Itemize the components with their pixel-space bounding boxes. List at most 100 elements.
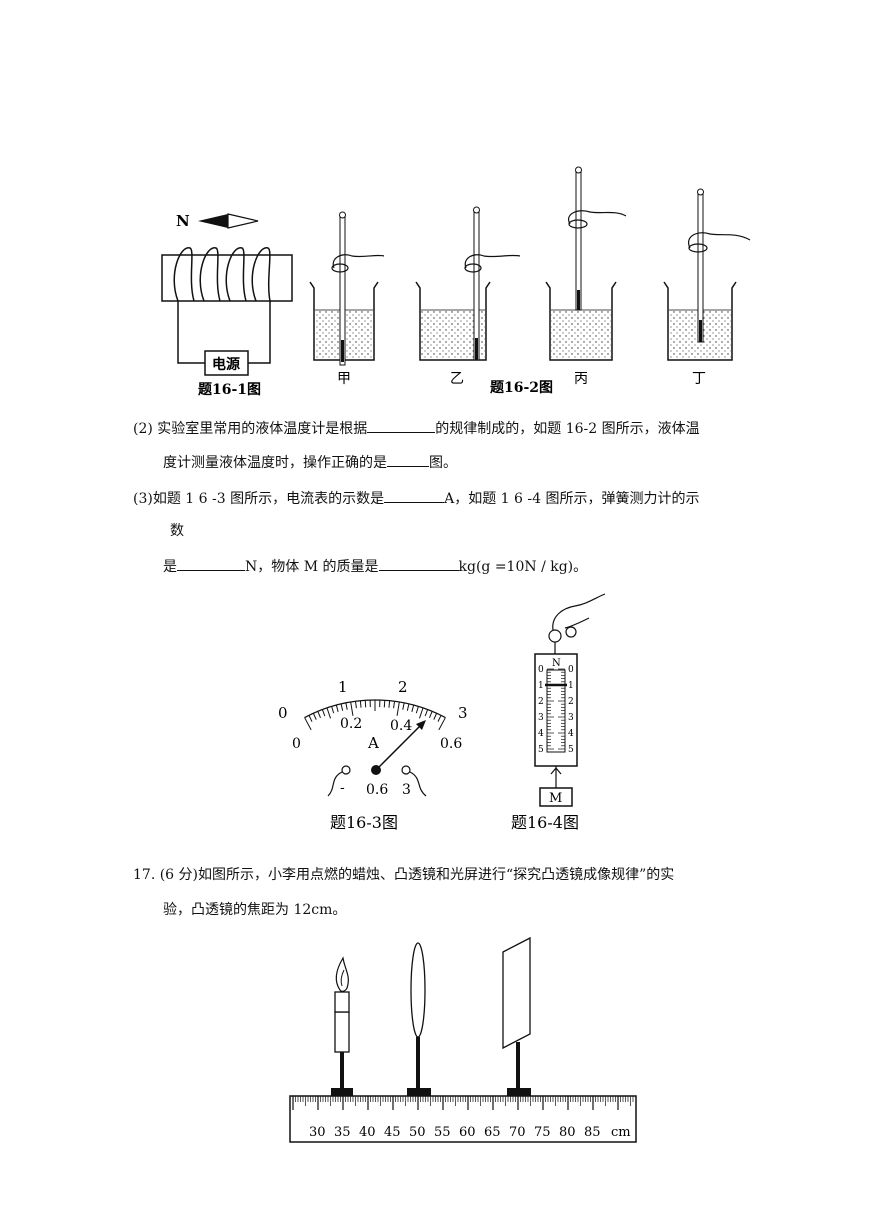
- scale-left-4: 4: [538, 729, 544, 739]
- candle-icon: [331, 956, 353, 1096]
- scale-right-1: 1: [568, 681, 574, 691]
- figure-16-2: 甲 乙 丙 丁 题16-2图: [309, 166, 751, 396]
- scale-right-0: 0: [568, 665, 574, 675]
- ammeter-tick: [388, 700, 391, 708]
- question-3-line-1: (3)如题 1 6 -3 图所示，电流表的示数是 A，如题 1 6 -4 图所示，…: [133, 488, 699, 509]
- beaker-label-jia: 甲: [337, 371, 351, 387]
- ammeter-tick: [326, 707, 331, 719]
- question-3-text-d: N，物体 M 的质量是: [245, 559, 379, 575]
- upper-scale-0: 0: [278, 704, 288, 722]
- figure-16-3: 0 1 2 3 0 0.2 0.4 0.6 A - 0.6 3 题16-3图: [278, 678, 468, 832]
- ammeter-tick: [308, 715, 313, 722]
- ruler-label-65: 65: [484, 1125, 501, 1140]
- ammeter-tick: [350, 701, 354, 716]
- ruler-label-60: 60: [459, 1125, 476, 1140]
- lower-scale-0: 0: [292, 736, 301, 752]
- upper-scale-1: 1: [338, 678, 348, 696]
- ammeter-tick: [335, 704, 339, 712]
- ammeter-unit: A: [367, 734, 379, 752]
- ruler-label-35: 35: [334, 1125, 351, 1140]
- ruler-unit: cm: [611, 1125, 631, 1140]
- terminal-label-negative: -: [340, 780, 345, 796]
- scale-left-3: 3: [538, 713, 544, 723]
- ammeter-tick: [402, 702, 405, 710]
- figure-16-2-caption: 题16-2图: [490, 380, 553, 396]
- question-3-line-3: 是 N，物体 M 的质量是 kg(g =10N / kg)。: [163, 556, 587, 577]
- object-m: [539, 787, 573, 807]
- question-2-text-b: 的规律制成的，如题 16-2 图所示，液体温: [435, 421, 700, 437]
- answer-blank-force[interactable]: [177, 556, 245, 571]
- question-3-text-a: (3)如题 1 6 -3 图所示，电流表的示数是: [133, 491, 385, 507]
- scale-left-1: 1: [538, 681, 544, 691]
- ruler: [289, 1095, 637, 1143]
- beaker-jia: [309, 211, 385, 366]
- ammeter-tick: [437, 715, 442, 722]
- ammeter-tick: [393, 701, 395, 709]
- scale-right-3: 3: [568, 713, 574, 723]
- scale-left-0: 0: [538, 665, 544, 675]
- beaker-label-bing: 丙: [574, 371, 588, 387]
- upper-scale-2: 2: [398, 678, 408, 696]
- ruler-label-45: 45: [384, 1125, 401, 1140]
- ruler-label-75: 75: [534, 1125, 551, 1140]
- light-screen-icon: [502, 936, 531, 1096]
- beaker-yi: [415, 206, 521, 361]
- ruler-labels: 30 35 40 45 50 55 60 65 70 75 80 85 cm: [309, 1125, 631, 1140]
- scale-left-5: 5: [538, 745, 544, 755]
- ammeter-tick: [433, 713, 438, 720]
- question-17-line-1: 17. (6 分)如图所示，小李用点燃的蜡烛、凸透镜和光屏进行“探究凸透镜成像规…: [133, 867, 675, 883]
- scale-labels-left: 0 1 2 3 4 5: [538, 665, 544, 755]
- scale-labels-right: 0 1 2 3 4 5: [568, 665, 574, 755]
- convex-lens-icon: [407, 942, 431, 1096]
- question-17-line-2: 验，凸透镜的焦距为 12cm。: [163, 902, 347, 918]
- ammeter-tick: [321, 709, 326, 717]
- ammeter-pointer: [371, 720, 426, 775]
- question-2-text-d: 图。: [429, 455, 457, 471]
- scale-right-4: 4: [568, 729, 574, 739]
- ruler-label-50: 50: [409, 1125, 426, 1140]
- compass-needle: [198, 213, 259, 229]
- question-3-line-2: 数: [170, 523, 184, 539]
- optical-bench: 30 35 40 45 50 55 60 65 70 75 80 85 cm: [289, 936, 637, 1143]
- ammeter-tick: [359, 700, 362, 708]
- question-3-text-c: 是: [163, 559, 177, 575]
- ammeter-scale: [304, 699, 446, 731]
- terminal-3: [401, 765, 427, 797]
- ruler-label-30: 30: [309, 1125, 326, 1140]
- answer-blank-mass[interactable]: [378, 556, 459, 571]
- hand-icon: [548, 593, 606, 643]
- ruler-label-85: 85: [584, 1125, 601, 1140]
- ammeter-tick: [396, 701, 400, 716]
- scale-right-2: 2: [568, 697, 574, 707]
- lower-scale-0-4: 0.4: [390, 718, 412, 734]
- ammeter-tick: [345, 702, 348, 710]
- object-m-label: M: [549, 791, 562, 806]
- power-label: 电源: [212, 356, 240, 373]
- ammeter-tick: [312, 713, 317, 720]
- question-2-text-a: (2) 实验室里常用的液体温度计是根据: [133, 421, 368, 437]
- power-supply: [204, 350, 249, 376]
- scale-right-5: 5: [568, 745, 574, 755]
- ammeter-tick: [340, 703, 344, 711]
- terminal-negative: [327, 765, 351, 797]
- ammeter-tick: [419, 707, 424, 719]
- question-2-line-1: (2) 实验室里常用的液体温度计是根据 的规律制成的，如题 16-2 图所示，液体…: [133, 418, 700, 439]
- question-3-text-e: kg(g =10N / kg)。: [458, 559, 588, 575]
- question-2-text-c: 度计测量液体温度时，操作正确的是: [163, 455, 387, 471]
- answer-blank-correct-figure[interactable]: [387, 452, 429, 467]
- answer-blank-principle[interactable]: [367, 418, 436, 433]
- upper-scale-3: 3: [458, 704, 468, 722]
- ammeter-tick: [304, 717, 312, 731]
- scale-unit: N: [552, 658, 561, 669]
- ammeter-tick: [355, 701, 357, 709]
- compass-n-label: N: [176, 212, 190, 230]
- ruler-ticks: [292, 1096, 634, 1110]
- question-3-text-b: A，如题 1 6 -4 图所示，弹簧测力计的示: [444, 491, 700, 507]
- figure-16-3-caption: 题16-3图: [330, 813, 398, 832]
- scale-left-2: 2: [538, 697, 544, 707]
- answer-blank-ammeter[interactable]: [384, 488, 445, 503]
- terminal-label-0-6: 0.6: [366, 782, 388, 798]
- ruler-label-40: 40: [359, 1125, 376, 1140]
- solenoid-coil: [173, 247, 271, 364]
- beaker-bing: [545, 166, 627, 361]
